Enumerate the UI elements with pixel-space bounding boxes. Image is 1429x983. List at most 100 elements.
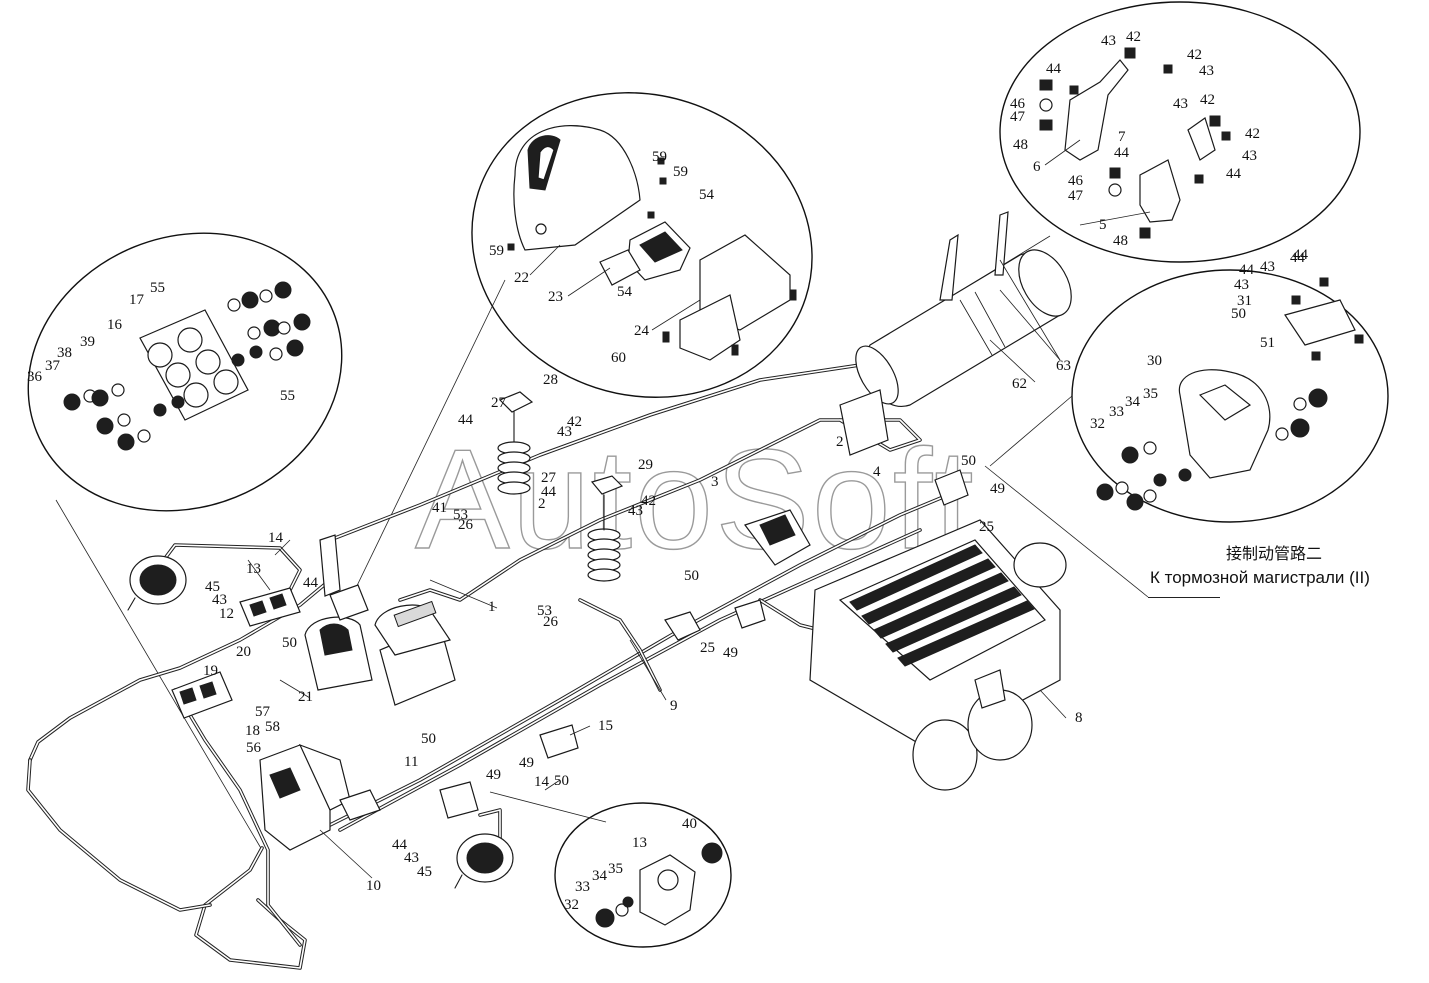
label-38: 38 bbox=[57, 345, 72, 361]
label-25a: 25 bbox=[979, 519, 994, 535]
label-6: 6 bbox=[1033, 159, 1041, 175]
label-3: 3 bbox=[711, 474, 719, 490]
label-43c: 43 bbox=[1173, 96, 1188, 112]
fitting-rings bbox=[63, 281, 311, 451]
label-20: 20 bbox=[236, 644, 251, 660]
label-43a: 43 bbox=[1101, 33, 1116, 49]
label-15: 15 bbox=[598, 718, 613, 734]
brake-line-note-chinese: 接制动管路二 bbox=[1226, 544, 1323, 563]
relay-valve-detail bbox=[595, 842, 723, 928]
label-43j: 43 bbox=[404, 850, 419, 866]
label-28: 28 bbox=[543, 372, 558, 388]
label-13b: 13 bbox=[632, 835, 647, 851]
label-18: 18 bbox=[245, 723, 260, 739]
silencer-fins bbox=[849, 544, 1035, 667]
label-19: 19 bbox=[203, 663, 218, 679]
label-14a: 14 bbox=[268, 530, 284, 546]
label-43d: 43 bbox=[1242, 148, 1257, 164]
label-27a: 27 bbox=[491, 395, 507, 411]
label-43e: 43 bbox=[1260, 259, 1275, 275]
label-39: 39 bbox=[80, 334, 95, 350]
label-24: 24 bbox=[634, 323, 650, 339]
label-44g: 44 bbox=[541, 484, 557, 500]
label-36: 36 bbox=[27, 369, 43, 385]
label-5: 5 bbox=[1099, 217, 1107, 233]
label-22: 22 bbox=[514, 270, 529, 286]
label-56: 56 bbox=[246, 740, 262, 756]
label-60: 60 bbox=[611, 350, 626, 366]
label-43g: 43 bbox=[557, 424, 572, 440]
label-21: 21 bbox=[298, 689, 313, 705]
label-11: 11 bbox=[404, 754, 418, 770]
label-48b: 48 bbox=[1113, 233, 1128, 249]
label-16: 16 bbox=[107, 317, 123, 333]
label-59a: 59 bbox=[652, 149, 667, 165]
label-43b: 43 bbox=[1199, 63, 1214, 79]
label-53b: 53 bbox=[537, 603, 552, 619]
label-26b: 26 bbox=[543, 614, 559, 630]
label-49a: 49 bbox=[990, 481, 1005, 497]
label-45b: 45 bbox=[417, 864, 432, 880]
label-50d: 50 bbox=[421, 731, 436, 747]
label-43i: 43 bbox=[212, 592, 227, 608]
brake-chambers bbox=[127, 555, 514, 889]
label-25b: 25 bbox=[700, 640, 715, 656]
manifold-blocks bbox=[171, 587, 301, 719]
upper-coil-hose bbox=[497, 409, 531, 495]
label-49d: 49 bbox=[519, 755, 534, 771]
label-1: 1 bbox=[488, 599, 496, 615]
front-left-brake-chamber bbox=[127, 555, 187, 611]
label-42b: 42 bbox=[1187, 47, 1202, 63]
label-44h: 44 bbox=[303, 575, 319, 591]
label-8: 8 bbox=[1075, 710, 1083, 726]
label-34a: 34 bbox=[1125, 394, 1141, 410]
label-53a: 53 bbox=[453, 507, 468, 523]
label-17: 17 bbox=[129, 292, 145, 308]
label-44d: 44 bbox=[1293, 247, 1309, 263]
label-63a: 63 bbox=[1056, 358, 1071, 374]
valve-block-detail bbox=[63, 281, 311, 451]
label-43f: 43 bbox=[1234, 277, 1249, 293]
label-46b: 46 bbox=[1068, 173, 1084, 189]
label-48a: 48 bbox=[1013, 137, 1028, 153]
label-51: 51 bbox=[1260, 335, 1275, 351]
part-labels: 1 2 2 3 4 5 6 7 8 9 10 11 12 13 13 14 14… bbox=[27, 29, 1309, 913]
label-55b: 55 bbox=[280, 388, 295, 404]
note-underline bbox=[1148, 597, 1220, 598]
label-50f: 50 bbox=[1231, 306, 1246, 322]
label-33a: 33 bbox=[1109, 404, 1124, 420]
label-43h: 43 bbox=[628, 503, 643, 519]
label-50b: 50 bbox=[684, 568, 699, 584]
label-9: 9 bbox=[670, 698, 678, 714]
silencer-assembly bbox=[809, 519, 1067, 791]
label-44b: 44 bbox=[1114, 145, 1130, 161]
label-27b: 27 bbox=[541, 470, 557, 486]
label-leaders bbox=[247, 139, 1151, 879]
label-23: 23 bbox=[548, 289, 563, 305]
label-50e: 50 bbox=[554, 773, 569, 789]
label-12: 12 bbox=[219, 606, 234, 622]
label-35b: 35 bbox=[608, 861, 623, 877]
label-62: 62 bbox=[1012, 376, 1027, 392]
label-42a: 42 bbox=[1126, 29, 1141, 45]
label-54a: 54 bbox=[699, 187, 715, 203]
valve-fittings bbox=[1096, 277, 1364, 511]
label-33b: 33 bbox=[575, 879, 590, 895]
label-44e: 44 bbox=[1239, 262, 1255, 278]
label-47a: 47 bbox=[1010, 109, 1026, 125]
brake-line-note-russian: К тормозной магистрали (II) bbox=[1150, 568, 1370, 587]
four-circuit-valve-detail bbox=[1096, 277, 1364, 511]
callout-tank-brackets bbox=[999, 1, 1361, 263]
label-44j: 44 bbox=[1290, 250, 1306, 266]
label-14b: 14 bbox=[534, 774, 550, 790]
label-42e: 42 bbox=[567, 414, 582, 430]
label-31: 31 bbox=[1237, 293, 1252, 309]
label-35a: 35 bbox=[1143, 386, 1158, 402]
label-32a: 32 bbox=[1090, 416, 1105, 432]
label-58: 58 bbox=[265, 719, 280, 735]
protection-valve bbox=[664, 509, 811, 641]
mounting-brackets bbox=[319, 389, 969, 819]
air-compressor bbox=[304, 584, 456, 706]
label-41: 41 bbox=[432, 500, 447, 516]
